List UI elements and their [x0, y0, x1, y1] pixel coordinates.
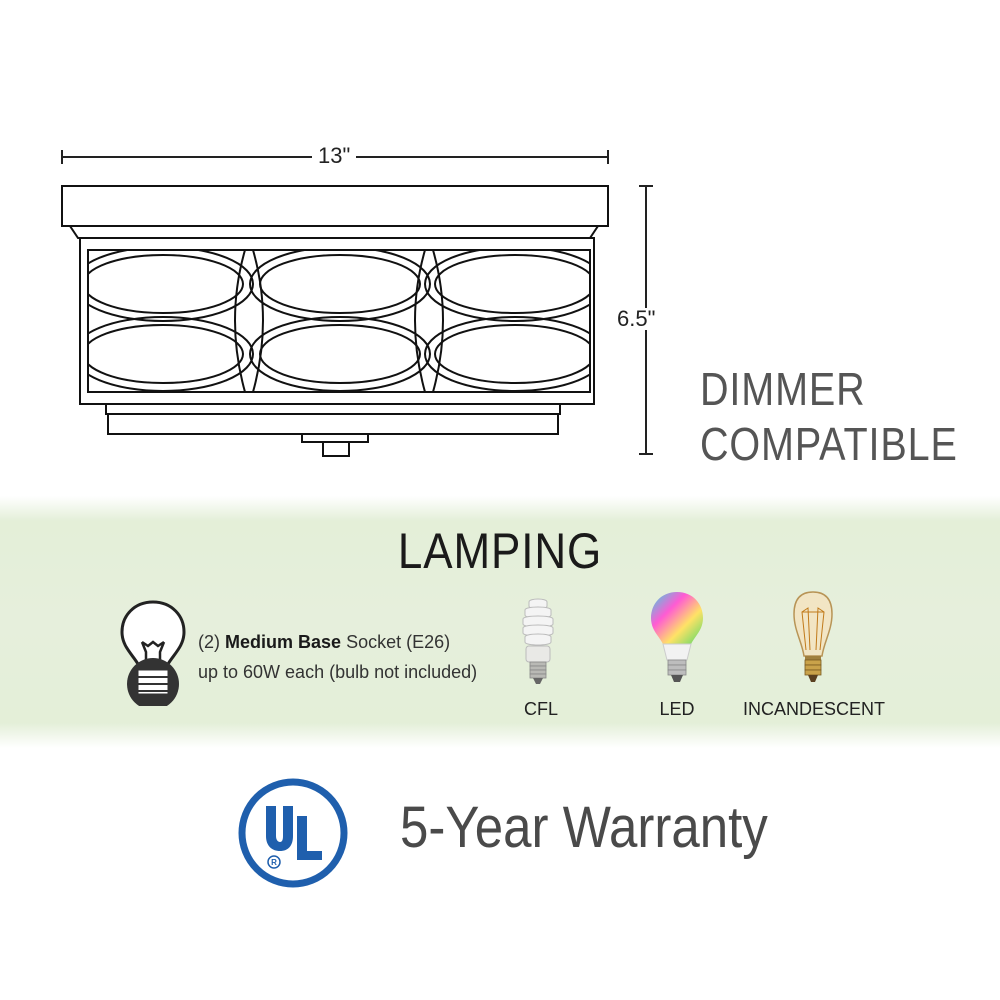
- socket-count: (2): [198, 632, 220, 652]
- incandescent-label: INCANDESCENT: [742, 699, 885, 719]
- incandescent-bulb-icon: [793, 591, 833, 682]
- lamping-title: LAMPING: [397, 523, 603, 579]
- height-dimension-label: 6.5": [617, 306, 656, 331]
- socket-wattage: up to 60W each (bulb not included): [198, 662, 478, 682]
- socket-description: (2) Medium Base Socket (E26) up to 60W e…: [198, 627, 477, 687]
- cfl-bulb-icon: [522, 598, 554, 684]
- dimmer-compatible-text: DIMMER COMPATIBLE: [700, 362, 958, 472]
- ul-certification-logo: R: [238, 778, 348, 888]
- led-label: LED: [659, 699, 695, 719]
- lightbulb-icon: [118, 598, 188, 710]
- dimmer-line-1: DIMMER: [700, 363, 866, 415]
- socket-type: Socket (E26): [346, 632, 451, 652]
- cfl-label: CFL: [523, 699, 558, 719]
- registered-mark: R: [271, 858, 277, 867]
- socket-line-1: (2) Medium Base Socket (E26): [198, 627, 477, 657]
- led-bulb-icon: [651, 592, 703, 682]
- warranty-text: 5-Year Warranty: [400, 795, 768, 860]
- dimmer-line-2: COMPATIBLE: [700, 418, 958, 470]
- socket-base: Medium Base: [225, 632, 342, 652]
- fixture-drawing: [61, 150, 653, 457]
- fixture-outline: [61, 185, 609, 457]
- width-dimension-label: 13": [312, 145, 357, 167]
